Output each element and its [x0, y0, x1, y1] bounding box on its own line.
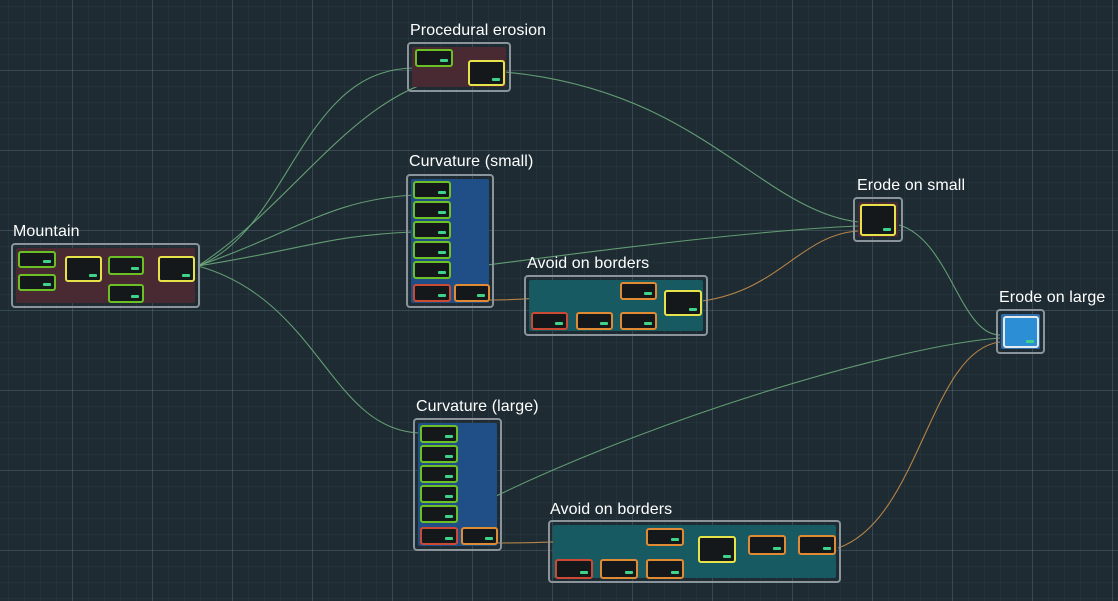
- graph-node[interactable]: [108, 284, 144, 303]
- graph-node[interactable]: [555, 559, 593, 579]
- graph-node[interactable]: [65, 256, 102, 282]
- graph-node[interactable]: [415, 49, 453, 67]
- wire: [504, 71, 859, 223]
- group-title-curvature-large: Curvature (large): [416, 398, 539, 415]
- graph-node[interactable]: [860, 204, 896, 236]
- graph-node[interactable]: [748, 535, 786, 555]
- group-erode-on-small[interactable]: [853, 197, 903, 242]
- wire: [197, 231, 415, 267]
- graph-node[interactable]: [413, 221, 451, 239]
- graph-node[interactable]: [18, 274, 56, 291]
- graph-node[interactable]: [420, 527, 458, 545]
- graph-node[interactable]: [413, 201, 451, 219]
- graph-node[interactable]: [646, 528, 684, 546]
- group-curvature-small[interactable]: [406, 174, 494, 308]
- group-title-erode-on-small: Erode on small: [857, 177, 966, 194]
- graph-node[interactable]: [531, 312, 568, 330]
- wire: [449, 225, 859, 271]
- graph-node[interactable]: [420, 505, 458, 523]
- graph-node[interactable]: [413, 181, 451, 199]
- graph-node[interactable]: [454, 284, 490, 302]
- wire: [837, 341, 1001, 549]
- wire: [898, 224, 1001, 336]
- group-avoid-on-borders[interactable]: [548, 520, 841, 583]
- group-title-avoid-on-borders: Avoid on borders: [550, 501, 673, 518]
- wire: [455, 337, 1001, 517]
- wire: [197, 67, 414, 267]
- graph-node[interactable]: [620, 312, 657, 330]
- graph-node[interactable]: [420, 465, 458, 483]
- group-erode-on-large[interactable]: [996, 309, 1045, 354]
- wire: [197, 194, 415, 267]
- graph-node[interactable]: [576, 312, 613, 330]
- graph-node[interactable]: [18, 251, 56, 268]
- wire: [197, 265, 421, 434]
- group-title-curvature-small: Curvature (small): [409, 153, 534, 170]
- graph-node[interactable]: [158, 256, 195, 282]
- graph-node[interactable]: [646, 559, 684, 579]
- graph-node[interactable]: [413, 261, 451, 279]
- group-title-erode-on-large: Erode on large: [999, 289, 1106, 306]
- group-title-procedural-erosion: Procedural erosion: [410, 22, 547, 39]
- group-mountain[interactable]: [11, 243, 200, 308]
- group-avoid-on-borders[interactable]: [524, 275, 708, 336]
- graph-node[interactable]: [461, 527, 498, 545]
- group-procedural-erosion[interactable]: [407, 42, 511, 92]
- graph-node[interactable]: [420, 485, 458, 503]
- graph-node[interactable]: [108, 256, 144, 275]
- graph-node[interactable]: [620, 282, 657, 300]
- graph-node[interactable]: [413, 241, 451, 259]
- group-curvature-large[interactable]: [413, 418, 502, 551]
- graph-node[interactable]: [698, 536, 736, 563]
- graph-node[interactable]: [600, 559, 638, 579]
- group-title-mountain: Mountain: [13, 223, 80, 240]
- graph-node[interactable]: [1003, 316, 1039, 348]
- group-title-avoid-on-borders: Avoid on borders: [527, 255, 650, 272]
- graph-node[interactable]: [420, 445, 458, 463]
- wire: [701, 230, 859, 302]
- graph-node[interactable]: [420, 425, 458, 443]
- graph-node[interactable]: [468, 60, 505, 86]
- graph-node[interactable]: [664, 290, 702, 316]
- graph-node[interactable]: [798, 535, 836, 555]
- graph-node[interactable]: [413, 284, 451, 302]
